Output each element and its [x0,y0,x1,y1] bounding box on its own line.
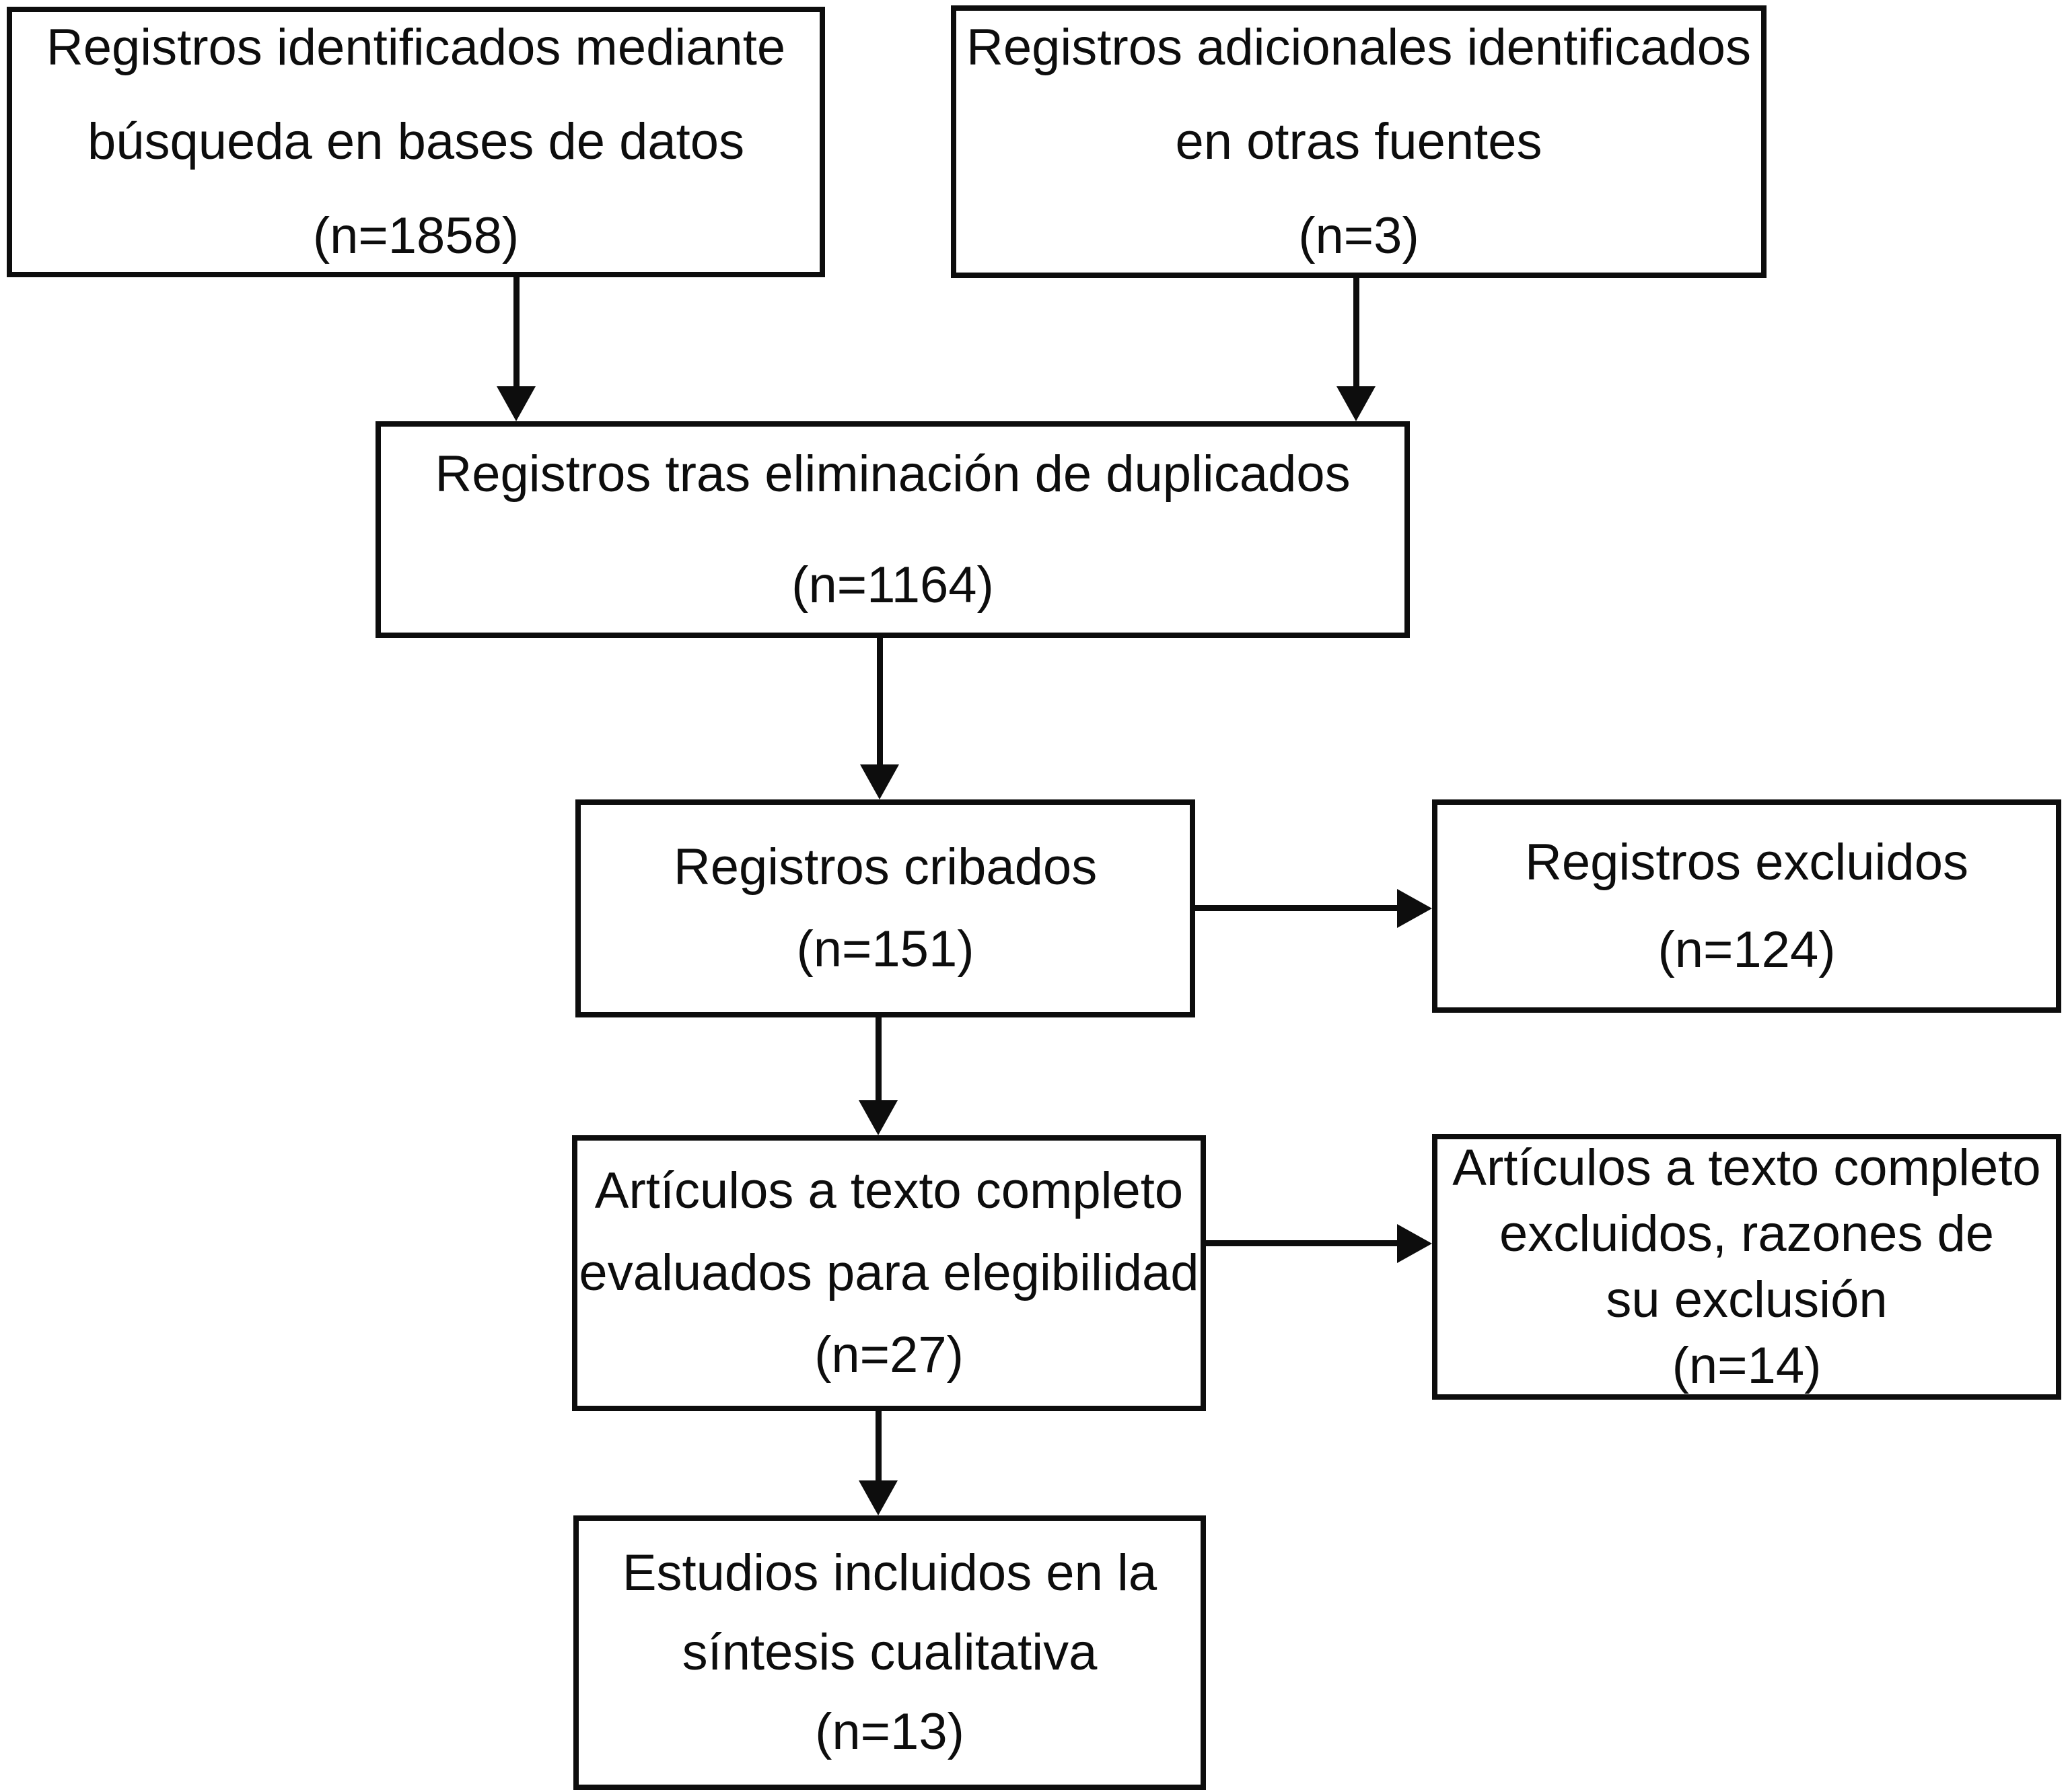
box-line: Artículos a texto completo [594,1162,1184,1219]
box-identified-databases: Registros identificados mediante búsqued… [7,7,825,277]
box-after-duplicates-removed: Registros tras eliminación de duplicados… [376,421,1410,638]
box-records-screened: Registros cribados (n=151) [575,799,1195,1017]
arrow-shaft [876,1017,882,1102]
box-line: en otras fuentes [1175,112,1542,170]
arrowhead-right-icon [1397,889,1432,928]
box-line: (n=3) [1298,207,1419,264]
box-identified-other-sources: Registros adicionales identificados en o… [951,5,1767,278]
box-line: síntesis cualitativa [682,1624,1098,1681]
box-fulltext-excluded: Artículos a texto completo excluidos, ra… [1432,1134,2061,1400]
box-line: excluidos, razones de [1499,1205,1995,1262]
box-line: (n=151) [796,921,974,978]
box-line: Estudios incluidos en la [622,1544,1157,1602]
arrow-shaft [513,277,520,388]
box-line: (n=1164) [791,557,994,614]
box-line: búsqueda en bases de datos [87,113,745,170]
box-line: Registros tras eliminación de duplicados [435,445,1351,503]
box-line: Artículos a texto completo [1452,1139,2041,1196]
box-line: Registros identificados mediante [46,19,786,76]
box-studies-included: Estudios incluidos en la síntesis cualit… [573,1515,1206,1790]
box-line: Registros adicionales identificados [966,18,1751,76]
arrowhead-down-icon [497,386,536,421]
box-line: Registros cribados [673,838,1098,896]
box-line: (n=124) [1657,921,1836,978]
arrow-shaft [1195,905,1398,911]
box-line: (n=27) [814,1326,964,1384]
arrowhead-down-icon [859,1480,898,1515]
box-line: (n=1858) [312,207,520,264]
arrow-shaft [1353,278,1359,388]
box-line: evaluados para elegibilidad [579,1244,1199,1301]
box-fulltext-assessed: Artículos a texto completo evaluados par… [572,1135,1206,1411]
arrowhead-right-icon [1397,1224,1432,1263]
arrow-shaft [877,638,883,766]
arrow-shaft [876,1411,882,1482]
box-line: Registros excluidos [1525,833,1968,891]
arrowhead-down-icon [1336,386,1376,421]
box-line: su exclusión [1606,1270,1888,1328]
box-records-excluded: Registros excluidos (n=124) [1432,799,2061,1013]
box-line: (n=13) [815,1703,964,1760]
arrow-shaft [1206,1240,1398,1246]
arrowhead-down-icon [860,764,899,799]
box-line: (n=14) [1672,1336,1822,1394]
arrowhead-down-icon [859,1100,898,1135]
